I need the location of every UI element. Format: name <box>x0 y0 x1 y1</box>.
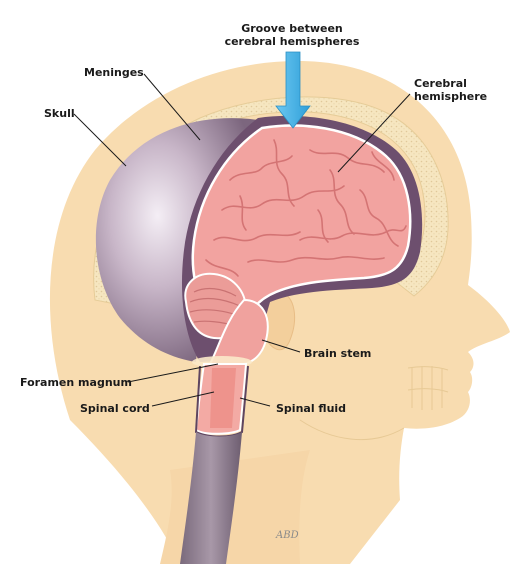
spinal-cord-lower <box>180 432 242 564</box>
label-cerebral-line2: hemisphere <box>414 90 488 103</box>
leader-spinal-cord <box>151 391 215 407</box>
leader-meninges <box>143 73 201 141</box>
label-skull: Skull <box>44 107 75 120</box>
label-groove: Groove between cerebral hemispheres <box>222 22 362 48</box>
leader-foramen <box>127 363 219 383</box>
brainstem <box>208 298 269 365</box>
jaw-teeth <box>299 366 449 440</box>
label-meninges: Meninges <box>84 66 144 79</box>
label-spinal-cord: Spinal cord <box>80 402 150 415</box>
spinal-cord-core <box>210 368 236 428</box>
groove-arrow-icon <box>275 51 311 129</box>
meninges-sphere <box>95 118 258 362</box>
label-foramen-magnum: Foramen magnum <box>20 376 132 389</box>
label-brain-stem: Brain stem <box>304 347 372 360</box>
label-spinal-fluid: Spinal fluid <box>276 402 347 415</box>
label-cerebral: Cerebral hemisphere <box>414 77 487 103</box>
leader-cerebral <box>337 93 411 173</box>
label-groove-line2: cerebral hemispheres <box>224 35 360 48</box>
label-cerebral-line1: Cerebral <box>414 77 467 90</box>
leader-skull <box>73 113 127 167</box>
leader-brain-stem <box>261 339 301 353</box>
brain-folds <box>205 139 407 277</box>
leader-spinal-fluid <box>239 397 271 407</box>
label-groove-line1: Groove between <box>241 22 343 35</box>
artist-signature: ABD <box>276 530 299 541</box>
